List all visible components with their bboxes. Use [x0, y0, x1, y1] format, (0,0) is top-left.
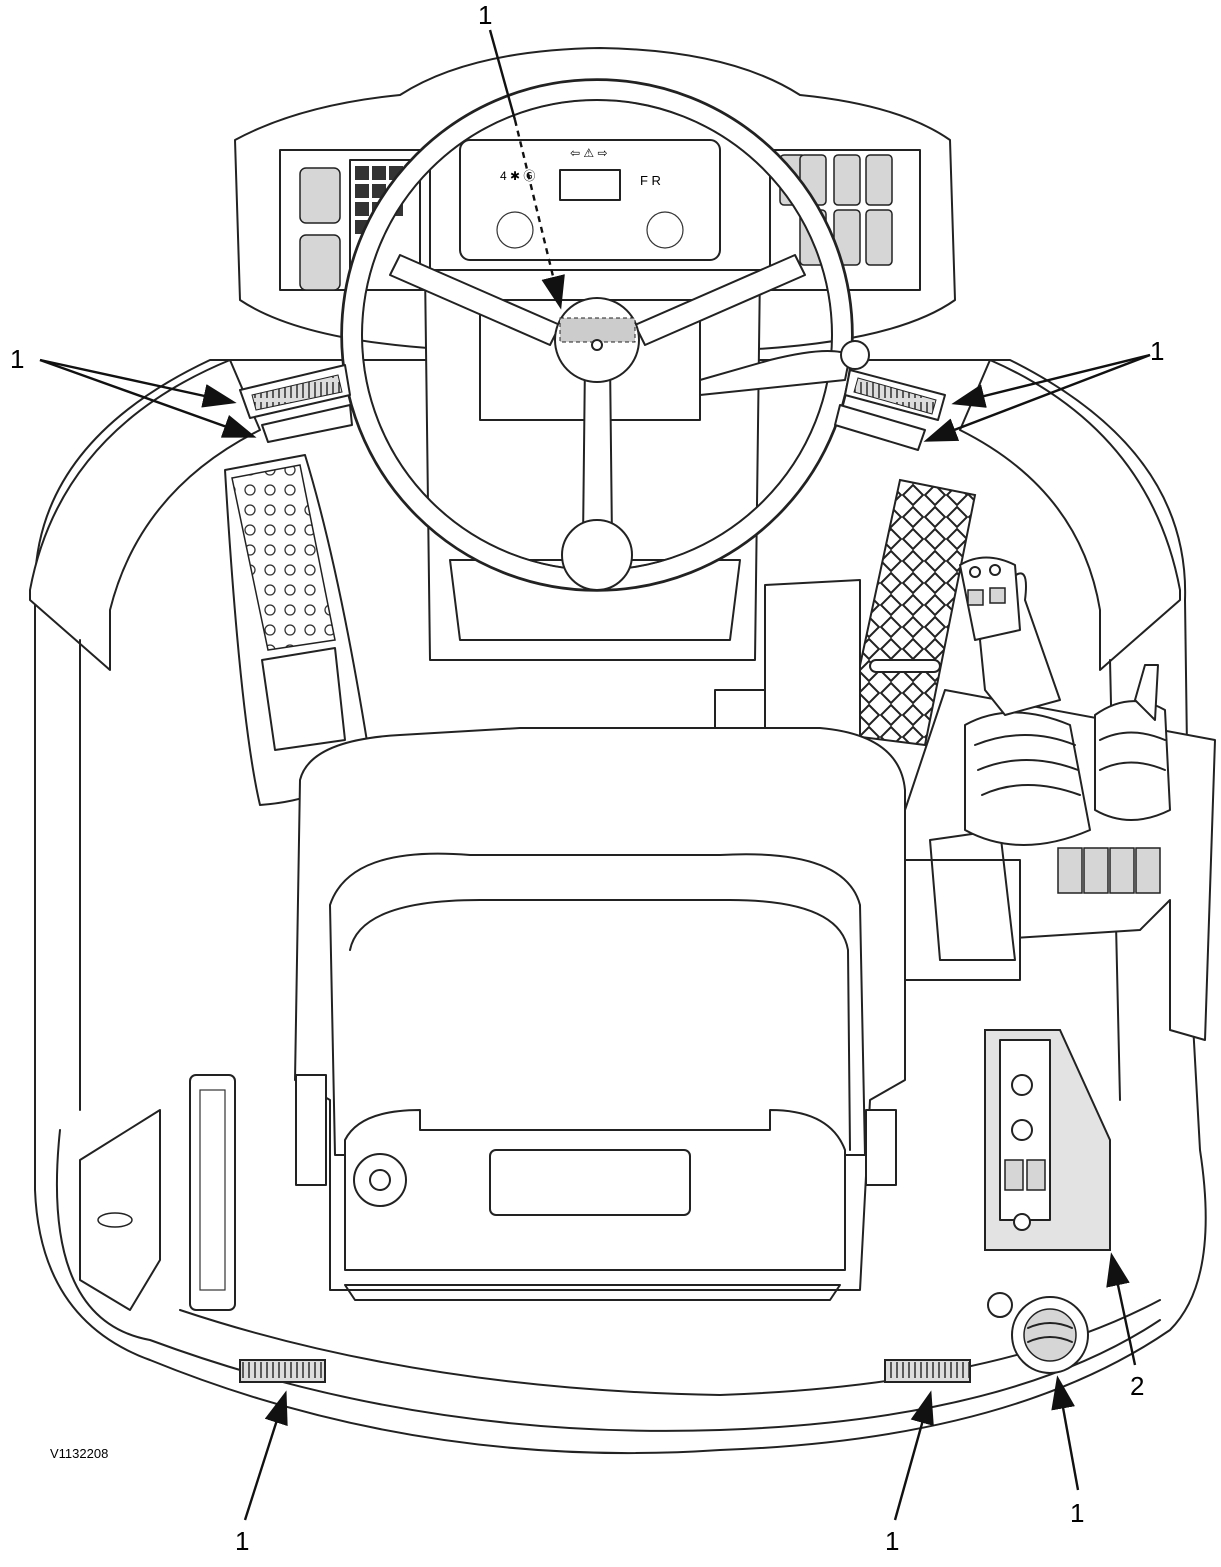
- floor-vent-right: [884, 1359, 971, 1383]
- display-left-indicators: 4 ✱ Ⓖ: [500, 169, 535, 183]
- operator-seat: [294, 727, 906, 1301]
- callout-right: 1: [1150, 336, 1164, 366]
- right-pedal: [843, 478, 977, 747]
- callout-top: 1: [478, 0, 492, 30]
- display-top-indicators: ⇦ ⚠ ⇨: [570, 146, 608, 160]
- figure-id: V1132208: [50, 1446, 108, 1461]
- steering-wheel: [340, 78, 854, 592]
- callout-left: 1: [10, 344, 24, 374]
- instrument-cluster: 4 ✱ Ⓖ F R ⇦ ⚠ ⇨: [459, 139, 721, 261]
- floor-round-vent: [987, 1292, 1089, 1374]
- right-vent-lower: [834, 404, 926, 451]
- callout-arrows: [39, 29, 1151, 1521]
- callout-panel: 2: [1130, 1371, 1144, 1401]
- joystick-console: [899, 556, 1216, 1041]
- left-vent-lower: [261, 404, 353, 443]
- heater-control-panel: [984, 1029, 1111, 1251]
- callout-bottom-left: 1: [235, 1526, 249, 1556]
- left-pedal: [224, 454, 371, 806]
- floor-vent-left: [239, 1359, 326, 1383]
- callout-bottom-center: 1: [885, 1526, 899, 1556]
- left-storage-compartment: [79, 1074, 236, 1311]
- callout-bottom-right: 1: [1070, 1498, 1084, 1528]
- left-vent-upper: [239, 364, 351, 419]
- display-right-indicators: F R: [640, 173, 661, 188]
